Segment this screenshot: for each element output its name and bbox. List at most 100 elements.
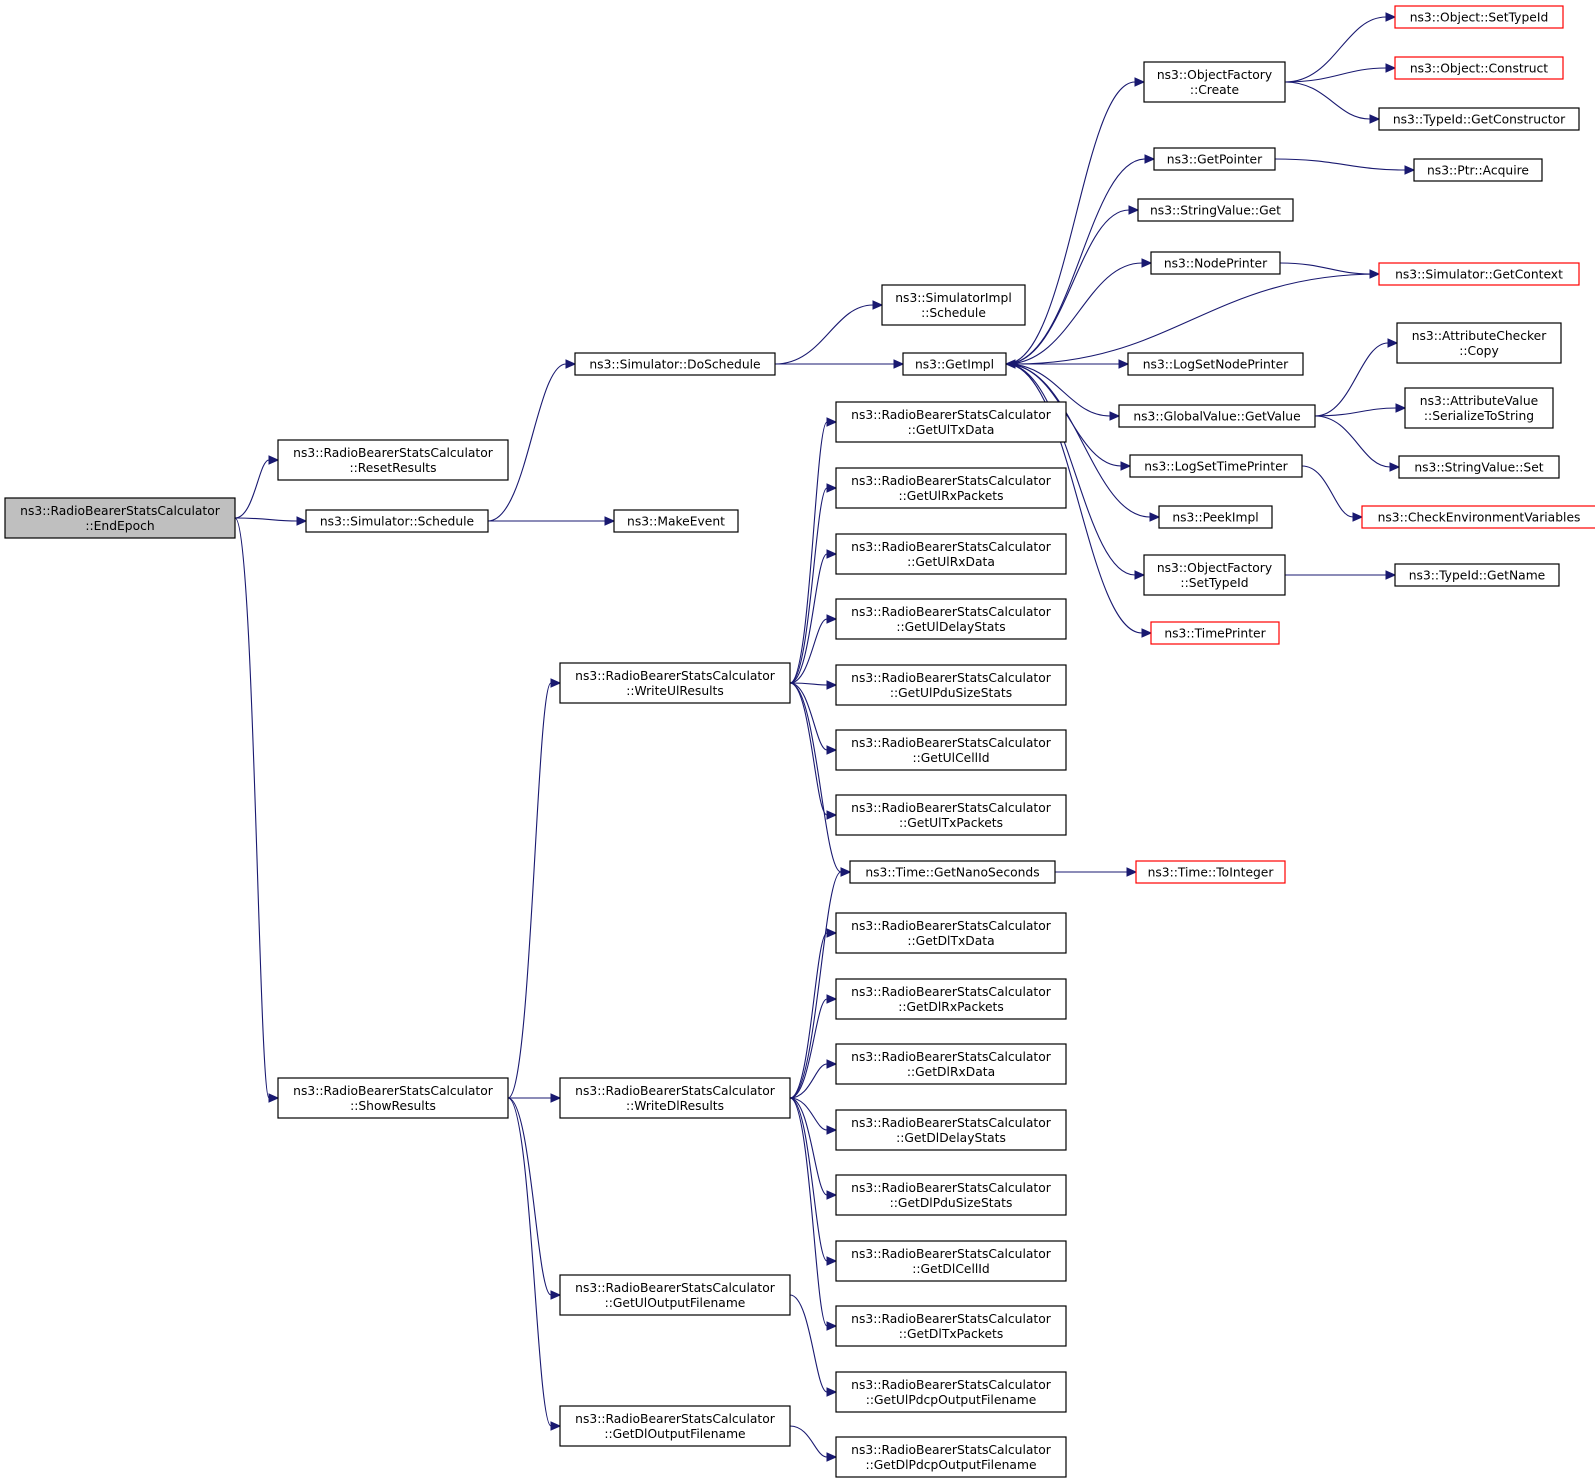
node-of-create[interactable]: ns3::ObjectFactory::Create (1143, 61, 1286, 103)
node-get-ul-rx-packets[interactable]: ns3::RadioBearerStatsCalculator::GetUlRx… (835, 467, 1067, 509)
node-get-pointer[interactable]: ns3::GetPointer (1153, 147, 1276, 171)
arrowhead (1385, 12, 1397, 22)
edge-get-impl-to-of-set-type-id (1005, 363, 1146, 580)
node-label: ::GetDlOutputFilename (604, 1427, 745, 1441)
node-box (305, 509, 489, 533)
node-make-event[interactable]: ns3::MakeEvent (613, 509, 739, 533)
node-write-dl[interactable]: ns3::RadioBearerStatsCalculator::WriteDl… (559, 1077, 791, 1119)
node-label: ::WriteUlResults (626, 684, 724, 698)
node-gv-get-value[interactable]: ns3::GlobalValue::GetValue (1118, 404, 1316, 428)
node-write-ul[interactable]: ns3::RadioBearerStatsCalculator::WriteUl… (559, 662, 791, 704)
node-attr-value-serialize[interactable]: ns3::AttributeValue::SerializeToString (1404, 387, 1554, 429)
node-box (835, 467, 1067, 509)
node-get-dl-output[interactable]: ns3::RadioBearerStatsCalculator::GetDlOu… (559, 1405, 791, 1447)
arrowhead (1134, 570, 1146, 580)
node-label: ::GetDlCellId (912, 1262, 990, 1276)
node-get-dl-tx-data[interactable]: ns3::RadioBearerStatsCalculator::GetDlTx… (835, 912, 1067, 954)
node-get-impl[interactable]: ns3::GetImpl (902, 352, 1007, 376)
node-box (835, 1240, 1067, 1282)
node-label: ns3::RadioBearerStatsCalculator (851, 671, 1052, 685)
arrowhead (604, 516, 616, 526)
node-obj-set-type-id[interactable]: ns3::Object::SetTypeId (1394, 5, 1564, 29)
node-get-dl-rx-data[interactable]: ns3::RadioBearerStatsCalculator::GetDlRx… (835, 1043, 1067, 1085)
node-box (559, 1274, 791, 1316)
edge-gv-get-value-to-stringvalue-set (1314, 415, 1401, 472)
node-get-dl-cell-id[interactable]: ns3::RadioBearerStatsCalculator::GetDlCe… (835, 1240, 1067, 1282)
node-typeid-get-constructor[interactable]: ns3::TypeId::GetConstructor (1378, 107, 1580, 131)
node-get-ul-tx-packets[interactable]: ns3::RadioBearerStatsCalculator::GetUlTx… (835, 794, 1067, 836)
node-box (1394, 5, 1564, 29)
edge-get-ul-output-to-get-ul-pdcp-output (789, 1294, 838, 1397)
arrowhead (1144, 154, 1156, 164)
node-stringvalue-set[interactable]: ns3::StringValue::Set (1398, 455, 1560, 479)
node-box (1143, 554, 1286, 596)
node-get-ul-cell-id[interactable]: ns3::RadioBearerStatsCalculator::GetUlCe… (835, 729, 1067, 771)
node-label: ::GetUlTxPackets (899, 816, 1003, 830)
node-get-ul-delay-stats[interactable]: ns3::RadioBearerStatsCalculator::GetUlDe… (835, 598, 1067, 640)
node-get-dl-rx-packets[interactable]: ns3::RadioBearerStatsCalculator::GetDlRx… (835, 978, 1067, 1020)
node-stringvalue-get[interactable]: ns3::StringValue::Get (1137, 198, 1294, 222)
arrowhead (826, 1125, 838, 1135)
node-log-set-time-printer[interactable]: ns3::LogSetTimePrinter (1129, 454, 1303, 478)
node-label: ns3::RadioBearerStatsCalculator (851, 605, 1052, 619)
node-end-epoch[interactable]: ns3::RadioBearerStatsCalculator::EndEpoc… (4, 497, 236, 539)
node-get-dl-tx-packets[interactable]: ns3::RadioBearerStatsCalculator::GetDlTx… (835, 1305, 1067, 1347)
node-check-env[interactable]: ns3::CheckEnvironmentVariables (1361, 505, 1595, 529)
node-label: ns3::RadioBearerStatsCalculator (851, 1378, 1052, 1392)
node-label: ns3::AttributeChecker (1412, 329, 1548, 343)
node-typeid-get-name[interactable]: ns3::TypeId::GetName (1394, 563, 1560, 587)
node-label: ns3::GetPointer (1167, 153, 1263, 167)
node-reset-results[interactable]: ns3::RadioBearerStatsCalculator::ResetRe… (277, 439, 509, 481)
edge-line (507, 682, 552, 1099)
edge-line (1314, 415, 1391, 468)
node-time-get-nano[interactable]: ns3::Time::GetNanoSeconds (849, 860, 1056, 884)
node-do-schedule[interactable]: ns3::Simulator::DoSchedule (574, 352, 776, 376)
edge-get-pointer-to-ptr-acquire (1274, 158, 1416, 175)
edge-end-epoch-to-reset-results (234, 455, 280, 519)
node-get-ul-pdcp-output[interactable]: ns3::RadioBearerStatsCalculator::GetUlPd… (835, 1371, 1067, 1413)
arrowhead (826, 680, 838, 690)
edge-write-dl-to-time-get-nano (789, 867, 852, 1099)
edge-line (234, 517, 298, 522)
node-node-printer[interactable]: ns3::NodePrinter (1150, 251, 1281, 275)
node-of-set-type-id[interactable]: ns3::ObjectFactory::SetTypeId (1143, 554, 1286, 596)
node-get-ul-output[interactable]: ns3::RadioBearerStatsCalculator::GetUlOu… (559, 1274, 791, 1316)
edge-line (774, 304, 874, 365)
node-peek-impl[interactable]: ns3::PeekImpl (1158, 505, 1273, 529)
node-get-dl-delay-stats[interactable]: ns3::RadioBearerStatsCalculator::GetDlDe… (835, 1109, 1067, 1151)
node-show-results[interactable]: ns3::RadioBearerStatsCalculator::ShowRes… (277, 1077, 509, 1119)
node-obj-construct[interactable]: ns3::Object::Construct (1394, 56, 1564, 80)
node-label: ns3::RadioBearerStatsCalculator (575, 1281, 776, 1295)
node-label: ns3::Object::Construct (1410, 62, 1548, 76)
node-label: ns3::RadioBearerStatsCalculator (851, 919, 1052, 933)
node-box (849, 860, 1056, 884)
node-ptr-acquire[interactable]: ns3::Ptr::Acquire (1413, 158, 1543, 182)
node-log-set-node-printer[interactable]: ns3::LogSetNodePrinter (1127, 352, 1304, 376)
arrowhead (268, 1093, 280, 1103)
node-get-dl-pdu-size-stats[interactable]: ns3::RadioBearerStatsCalculator::GetDlPd… (835, 1174, 1067, 1216)
node-box (277, 439, 509, 481)
node-get-ul-rx-data[interactable]: ns3::RadioBearerStatsCalculator::GetUlRx… (835, 533, 1067, 575)
node-time-to-integer[interactable]: ns3::Time::ToInteger (1135, 860, 1286, 884)
node-get-ul-tx-data[interactable]: ns3::RadioBearerStatsCalculator::GetUlTx… (835, 401, 1067, 443)
node-sim-schedule[interactable]: ns3::Simulator::Schedule (305, 509, 489, 533)
node-get-ul-pdu-size-stats[interactable]: ns3::RadioBearerStatsCalculator::GetUlPd… (835, 664, 1067, 706)
arrowhead (1385, 63, 1397, 73)
node-sim-get-context[interactable]: ns3::Simulator::GetContext (1378, 262, 1580, 286)
node-attr-checker-copy[interactable]: ns3::AttributeChecker::Copy (1396, 322, 1562, 364)
edge-sim-get-context-to-get-impl (1004, 273, 1380, 369)
edge-end-epoch-to-sim-schedule (234, 516, 308, 526)
node-label: ns3::RadioBearerStatsCalculator (851, 1181, 1052, 1195)
edge-write-dl-to-get-dl-delay-stats (789, 1097, 838, 1135)
arrowhead (1141, 258, 1153, 268)
node-time-printer[interactable]: ns3::TimePrinter (1150, 621, 1280, 645)
node-label: ::ShowResults (350, 1099, 436, 1113)
node-simimpl-schedule[interactable]: ns3::SimulatorImpl::Schedule (881, 284, 1026, 326)
node-box (4, 497, 236, 539)
node-label: ns3::RadioBearerStatsCalculator (851, 1312, 1052, 1326)
node-box (835, 1305, 1067, 1347)
arrowhead (826, 994, 838, 1004)
edge-line (789, 1294, 828, 1393)
node-get-dl-pdcp-output[interactable]: ns3::RadioBearerStatsCalculator::GetDlPd… (835, 1436, 1067, 1478)
node-label: ns3::RadioBearerStatsCalculator (575, 669, 776, 683)
